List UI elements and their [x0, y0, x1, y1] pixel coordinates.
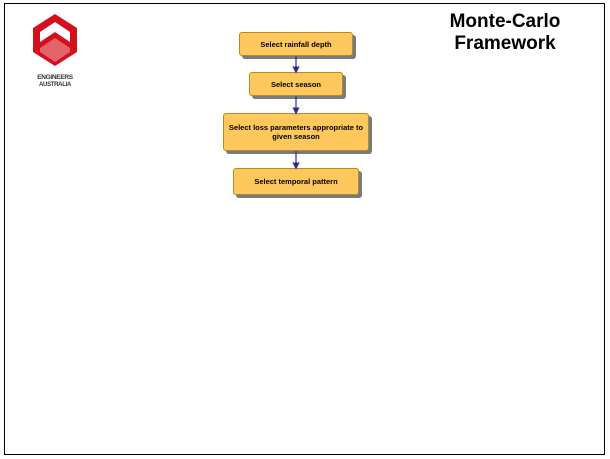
flowchart: Select rainfall depth Select season Sele… [5, 4, 606, 456]
flow-step-select-season: Select season [249, 72, 343, 96]
flow-step-select-temporal-pattern: Select temporal pattern [233, 168, 359, 195]
logo-text-line2: AUSTRALIA [39, 82, 71, 88]
logo-emblem-icon [33, 14, 77, 66]
flow-step-select-rainfall-depth: Select rainfall depth [239, 32, 353, 56]
engineers-australia-logo: ENGINEERS AUSTRALIA [19, 12, 91, 92]
slide-title: Monte-Carlo Framework [449, 11, 561, 54]
slide: ENGINEERS AUSTRALIA Monte-Carlo Framewor… [4, 3, 605, 455]
flow-step-select-loss-parameters: Select loss parameters appropriate to gi… [223, 113, 369, 151]
logo-text-line1: ENGINEERS [37, 74, 73, 81]
